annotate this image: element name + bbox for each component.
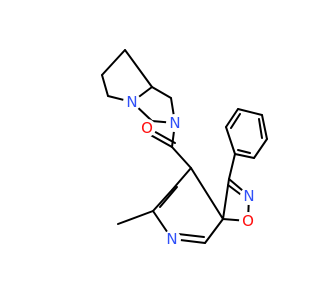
atom-n-pyridine: N bbox=[163, 230, 181, 248]
atom-n-bicyclic-left: N bbox=[123, 93, 141, 111]
svg-text:N: N bbox=[243, 187, 254, 205]
molecule-canvas: N N O N O N bbox=[101, 49, 268, 248]
atom-labels: N N O N O N bbox=[123, 93, 258, 248]
svg-text:N: N bbox=[126, 93, 137, 111]
atom-n-bicyclic-amide: N bbox=[166, 114, 184, 132]
svg-text:O: O bbox=[141, 119, 153, 137]
structure-diagram: N N O N O N bbox=[101, 49, 268, 248]
atom-o-carbonyl: O bbox=[138, 119, 156, 137]
atom-n-isoxazole: N bbox=[240, 187, 258, 205]
atom-o-isoxazole: O bbox=[239, 212, 257, 230]
svg-text:N: N bbox=[169, 114, 180, 132]
svg-text:O: O bbox=[242, 212, 254, 230]
svg-text:N: N bbox=[166, 230, 177, 248]
